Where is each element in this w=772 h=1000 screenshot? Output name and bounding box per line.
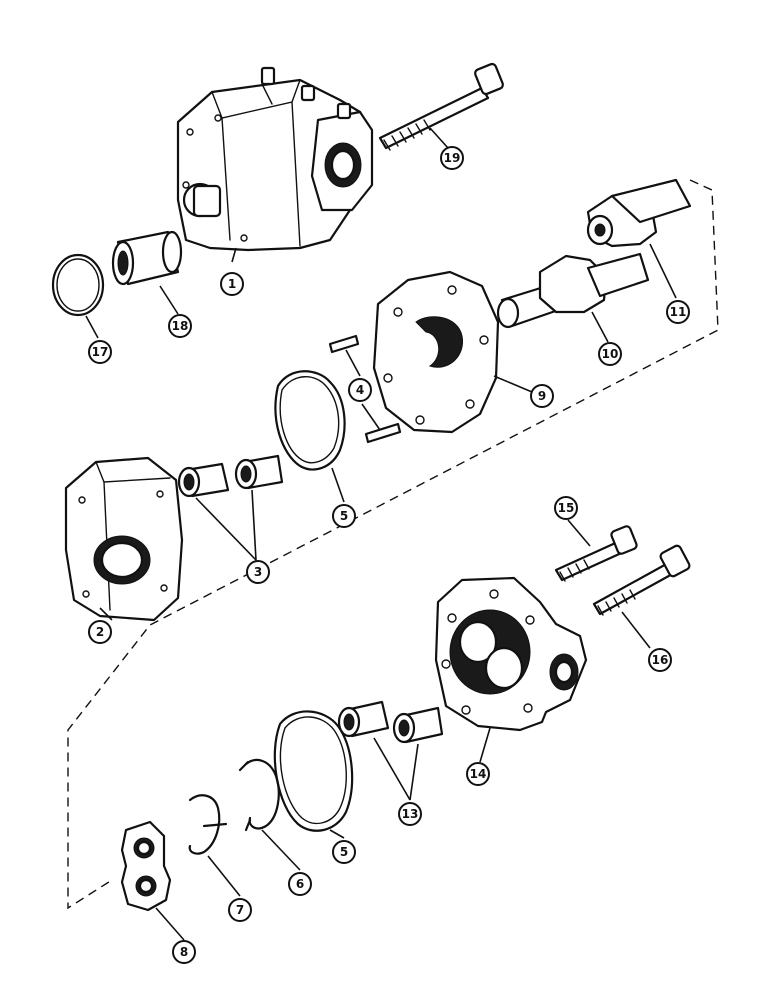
svg-text:2: 2 xyxy=(96,625,104,639)
o-ring-17 xyxy=(51,253,105,317)
svg-text:10: 10 xyxy=(602,347,619,361)
callout-5-upper: 5 xyxy=(332,504,356,528)
bolt-16 xyxy=(592,544,691,616)
svg-text:16: 16 xyxy=(652,653,669,667)
drive-gear-11 xyxy=(586,178,692,248)
bushings-13 xyxy=(337,700,444,744)
callout-6: 6 xyxy=(288,872,312,896)
end-cover-2 xyxy=(64,456,184,622)
svg-text:5: 5 xyxy=(340,509,348,523)
assembly-dashed-line xyxy=(67,179,719,910)
svg-text:7: 7 xyxy=(236,903,244,917)
gasket-5-upper xyxy=(274,370,346,471)
callout-2: 2 xyxy=(88,620,112,644)
svg-text:5: 5 xyxy=(340,845,348,859)
pump-housing-14 xyxy=(434,576,588,732)
seal-retainer-8 xyxy=(120,820,172,912)
dowel-pins-4 xyxy=(328,334,402,444)
svg-text:19: 19 xyxy=(444,151,461,165)
pump-body-assembly xyxy=(176,66,374,252)
callout-11: 11 xyxy=(666,300,690,324)
svg-text:4: 4 xyxy=(356,383,364,397)
leader-lines xyxy=(85,127,677,941)
callout-3: 3 xyxy=(246,560,270,584)
svg-text:8: 8 xyxy=(180,945,188,959)
driven-gear-10 xyxy=(496,252,650,329)
gasket-5-lower xyxy=(273,710,354,832)
svg-text:11: 11 xyxy=(670,305,687,319)
callout-19: 19 xyxy=(440,146,464,170)
seal-ring-6 xyxy=(238,758,280,832)
callout-18: 18 xyxy=(168,314,192,338)
coupling-sleeve-18 xyxy=(111,230,183,286)
callout-7: 7 xyxy=(228,898,252,922)
bolt-15 xyxy=(554,525,638,582)
callout-14: 14 xyxy=(466,762,490,786)
svg-text:15: 15 xyxy=(558,501,575,515)
svg-text:13: 13 xyxy=(402,807,419,821)
bolt-19 xyxy=(378,62,504,151)
callout-1: 1 xyxy=(220,272,244,296)
callout-17: 17 xyxy=(88,340,112,364)
spring-clip-7 xyxy=(188,794,228,855)
gear-housing-plate-9 xyxy=(372,270,500,434)
callout-16: 16 xyxy=(648,648,672,672)
callout-5-lower: 5 xyxy=(332,840,356,864)
callout-8: 8 xyxy=(172,940,196,964)
callout-15: 15 xyxy=(554,496,578,520)
svg-text:18: 18 xyxy=(172,319,189,333)
svg-text:3: 3 xyxy=(254,565,262,579)
svg-text:14: 14 xyxy=(470,767,487,781)
callout-4: 4 xyxy=(348,378,372,402)
callout-9: 9 xyxy=(530,384,554,408)
bushings-3 xyxy=(177,454,284,498)
callout-13: 13 xyxy=(398,802,422,826)
svg-text:1: 1 xyxy=(228,277,236,291)
svg-text:6: 6 xyxy=(296,877,304,891)
callout-10: 10 xyxy=(598,342,622,366)
svg-text:17: 17 xyxy=(92,345,109,359)
svg-text:9: 9 xyxy=(538,389,546,403)
